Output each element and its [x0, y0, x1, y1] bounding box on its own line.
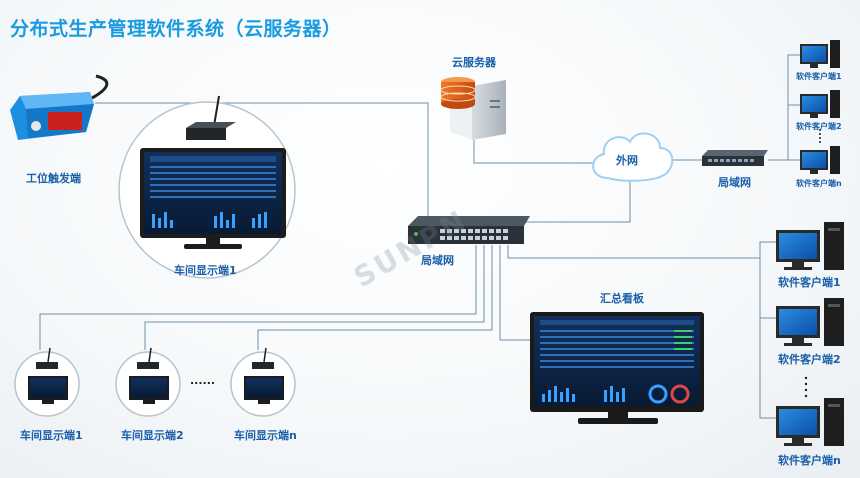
connection-lines [39, 54, 800, 419]
bottom-display-label-1: 车间显示端1 [20, 429, 83, 442]
photoelectric-sensor-icon [10, 74, 109, 140]
network-switch-icon [408, 216, 530, 244]
cloud-server-label: 云服务器 [452, 56, 496, 69]
right-client-label-n: 软件客户端n [778, 454, 841, 467]
internet-label: 外网 [616, 154, 638, 167]
workshop-display-bubble-2 [115, 347, 181, 417]
dashboard-label: 汇总看板 [600, 292, 644, 305]
desktop-computer-icon [776, 222, 844, 270]
desktop-computer-icon [776, 298, 844, 346]
dotted-connector [819, 129, 821, 143]
workshop-display-bubble-1 [14, 347, 80, 417]
bottom-display-label-2: 车间显示端2 [121, 429, 184, 442]
dotted-connector [804, 376, 808, 398]
network-switch-icon [702, 150, 768, 166]
right-client-label-1: 软件客户端1 [778, 276, 841, 289]
wireless-router-icon [186, 95, 236, 140]
top-client-label-n: 软件客户端n [796, 179, 842, 188]
desktop-computer-icon [800, 146, 840, 174]
server-icon [440, 77, 506, 140]
main-workshop-display-label: 车间显示端1 [174, 264, 237, 277]
right-client-label-2: 软件客户端2 [778, 353, 841, 366]
top-client-label-1: 软件客户端1 [796, 72, 842, 81]
monitor-icon [140, 148, 286, 249]
ellipsis-separator: ...... [190, 374, 216, 387]
sensor-label: 工位触发端 [26, 172, 81, 185]
dashboard-monitor-icon [530, 312, 704, 424]
top-switch-label: 局域网 [718, 176, 751, 189]
workshop-display-bubble-n [230, 347, 296, 417]
desktop-computer-icon [800, 40, 840, 68]
page-title: 分布式生产管理软件系统（云服务器） [10, 18, 342, 40]
workshop-display-bubble [118, 95, 296, 279]
desktop-computer-icon [776, 398, 844, 446]
bottom-display-label-n: 车间显示端n [234, 429, 297, 442]
cloud-icon [592, 132, 674, 182]
top-client-label-2: 软件客户端2 [796, 122, 842, 131]
main-switch-label: 局域网 [421, 254, 454, 267]
desktop-computer-icon [800, 90, 840, 118]
